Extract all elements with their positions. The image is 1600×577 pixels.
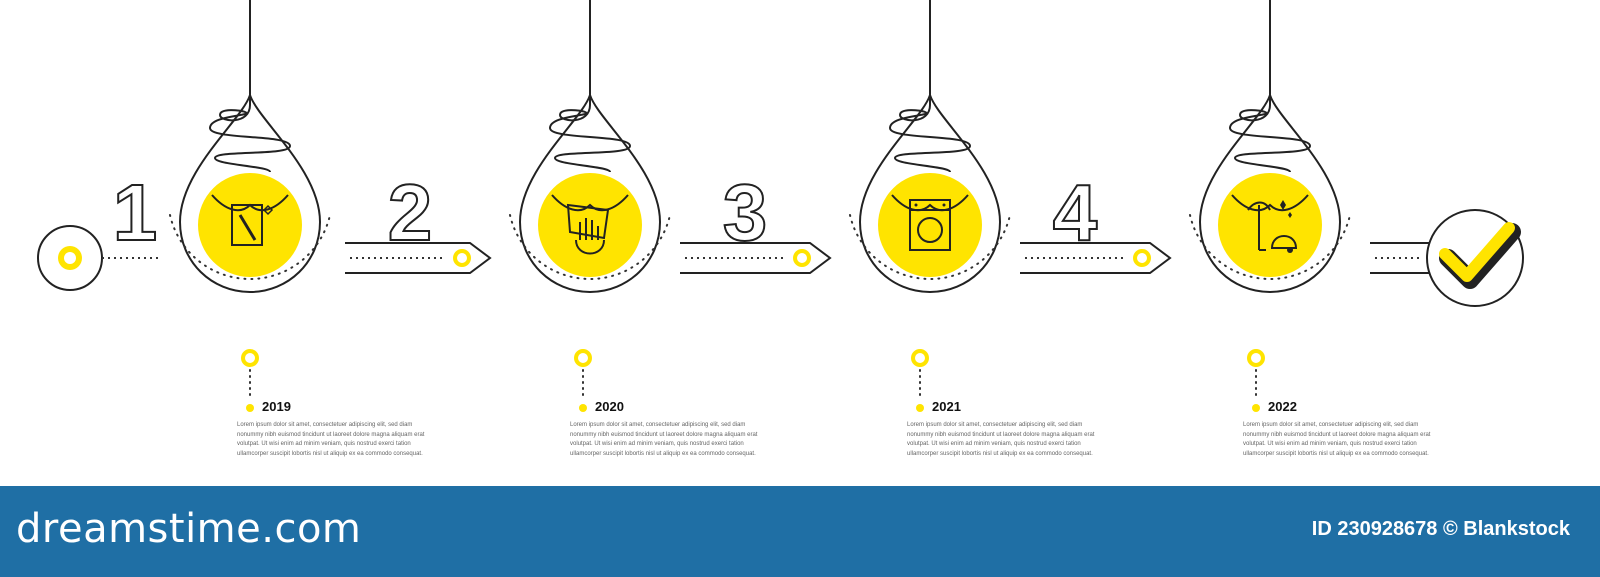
step-number-2: 2 [388, 168, 433, 257]
footer-bar: dreamstime.com ID 230928678 © Blankstock [0, 486, 1600, 577]
step-3-drop [849, 0, 1011, 293]
step-year: 2020 [595, 399, 624, 414]
washing-machine-icon [909, 199, 951, 251]
checkmark-icon [1426, 209, 1524, 307]
footer-brand: dreamstime.com [16, 506, 362, 552]
arrow-1 [345, 242, 492, 274]
year-marker-2 [574, 349, 592, 412]
footer-id: ID 230928678 © Blankstock [1311, 518, 1570, 540]
start-node [37, 225, 160, 291]
step-2-drop [509, 0, 671, 293]
arrow-2 [680, 242, 832, 274]
timeline-diagram: 1 2 3 4 [37, 0, 1524, 412]
final-connector [1370, 242, 1430, 274]
step-number-4: 4 [1053, 168, 1098, 257]
year-marker-4 [1247, 349, 1265, 412]
step-description: Lorem ipsum dolor sit amet, consectetuer… [570, 422, 758, 457]
year-marker-1 [241, 349, 259, 412]
step-year: 2022 [1268, 399, 1297, 414]
step-1-drop [169, 0, 331, 293]
step-year: 2021 [932, 399, 961, 414]
step-number-1: 1 [113, 168, 158, 257]
step-4-drop [1189, 0, 1351, 293]
step-number-3: 3 [723, 168, 768, 257]
step-year: 2019 [262, 399, 291, 414]
vacuum-cleaner-icon [1247, 200, 1298, 253]
window-cleaning-icon [231, 204, 274, 246]
step-description: Lorem ipsum dolor sit amet, consectetuer… [907, 422, 1095, 457]
arrow-3 [1020, 242, 1172, 274]
step-description: Lorem ipsum dolor sit amet, consectetuer… [237, 422, 425, 457]
year-marker-3 [911, 349, 929, 412]
wipe-cloth-hand-icon [566, 203, 610, 255]
step-description: Lorem ipsum dolor sit amet, consectetuer… [1243, 422, 1431, 457]
